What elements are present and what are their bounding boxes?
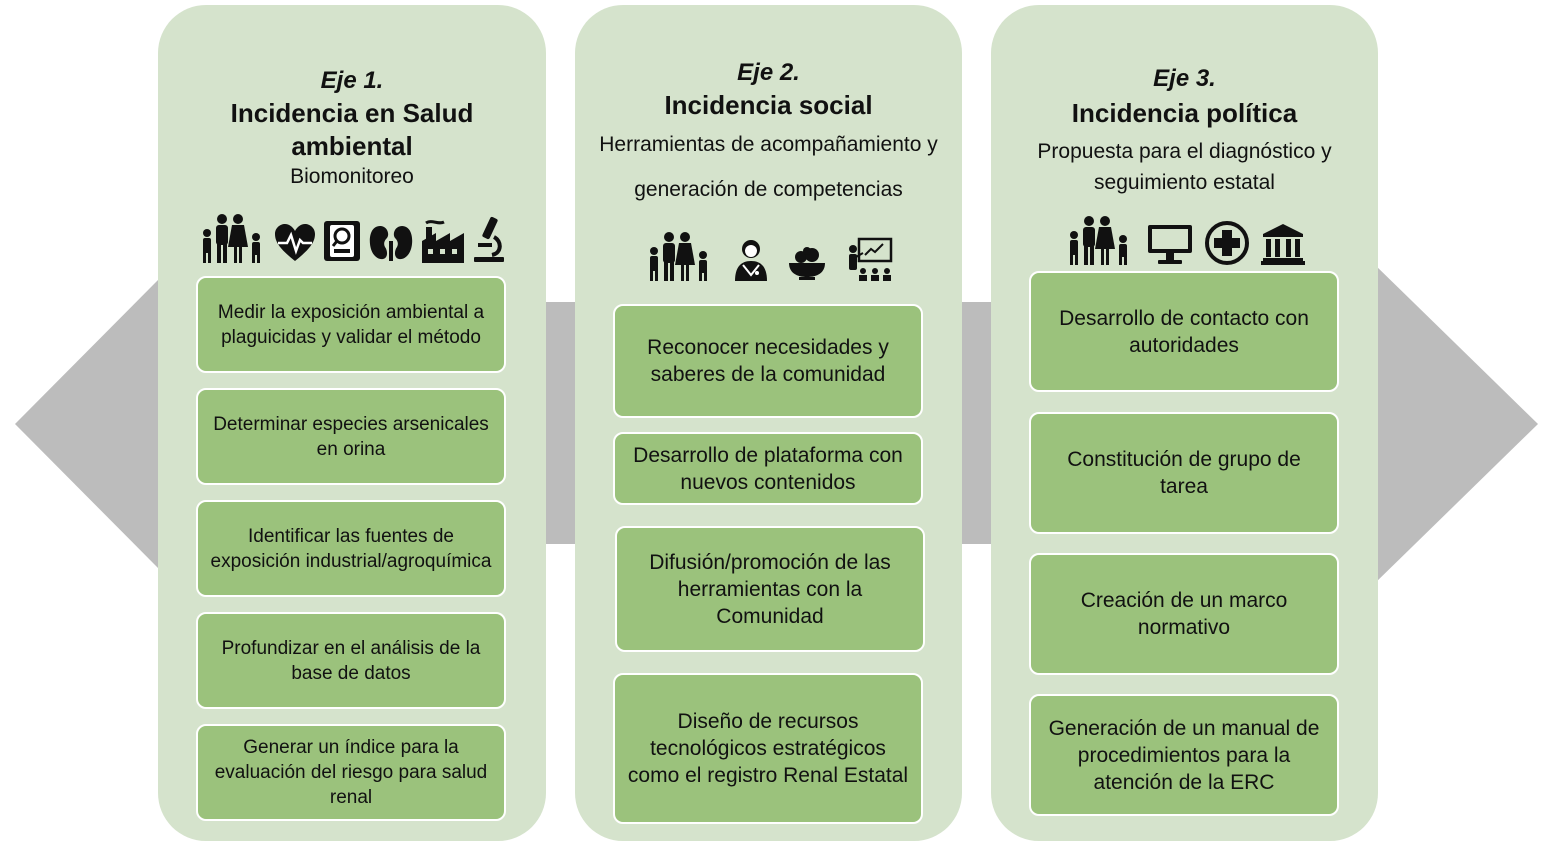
axis-header-1: Eje 1. Incidencia en Salud ambiental Bio… <box>158 65 546 189</box>
action-item: Creación de un marco normativo <box>1029 553 1339 675</box>
microscope-icon <box>474 216 504 262</box>
axis-header-3: Eje 3. Incidencia política Propuesta par… <box>991 63 1378 198</box>
action-item: Generar un índice para la evaluación del… <box>196 724 506 821</box>
axis-column-1: Eje 1. Incidencia en Salud ambiental Bio… <box>158 5 546 841</box>
icon-row-1 <box>158 213 546 263</box>
monitor-icon <box>1147 225 1192 264</box>
axis-subtitle: Herramientas de acompañamiento y generac… <box>599 133 938 201</box>
action-item: Reconocer necesidades y saberes de la co… <box>613 304 923 418</box>
axis-column-2: Eje 2. Incidencia social Herramientas de… <box>575 5 962 841</box>
axis-title: Incidencia en Salud ambiental <box>230 98 474 161</box>
action-item: Determinar especies arsenicales en orina <box>196 388 506 485</box>
action-item: Constitución de grupo de tarea <box>1029 412 1339 534</box>
institution-icon <box>1260 224 1305 265</box>
kidney-icon <box>369 226 413 261</box>
family-icon <box>649 232 707 281</box>
action-item: Desarrollo de contacto con autoridades <box>1029 271 1339 392</box>
axis-column-3: Eje 3. Incidencia política Propuesta par… <box>991 5 1378 841</box>
family-icon <box>1069 216 1127 265</box>
axis-label: Eje 3. <box>1153 65 1216 92</box>
icon-row-3 <box>991 215 1378 265</box>
icon-row-2 <box>575 231 962 281</box>
biomonitor-icon <box>324 221 360 261</box>
action-item: Desarrollo de plataforma con nuevos cont… <box>613 432 923 505</box>
doctor-icon <box>734 240 767 281</box>
axis-label: Eje 2. <box>737 59 800 86</box>
axis-subtitle: Propuesta para el diagnóstico y seguimie… <box>1037 140 1332 194</box>
heart-pulse-icon <box>275 224 315 261</box>
factory-icon <box>422 220 464 263</box>
teacher-icon <box>848 237 892 281</box>
axis-subtitle: Biomonitoreo <box>290 165 414 188</box>
action-item: Medir la exposición ambiental a plaguici… <box>196 276 506 373</box>
action-item: Difusión/promoción de las herramientas c… <box>615 526 925 652</box>
axis-header-2: Eje 2. Incidencia social Herramientas de… <box>575 57 962 212</box>
action-item: Identificar las fuentes de exposición in… <box>196 500 506 597</box>
family-icon <box>203 214 260 263</box>
axis-title: Incidencia política <box>1071 98 1298 128</box>
medical-cross-icon <box>1204 221 1249 265</box>
axis-label: Eje 1. <box>320 67 384 94</box>
action-item: Diseño de recursos tecnológicos estratég… <box>613 673 923 824</box>
fruit-bowl-icon <box>788 247 825 280</box>
action-item: Profundizar en el análisis de la base de… <box>196 612 506 709</box>
axis-title: Incidencia social <box>664 90 873 120</box>
action-item: Generación de un manual de procedimiento… <box>1029 694 1339 816</box>
